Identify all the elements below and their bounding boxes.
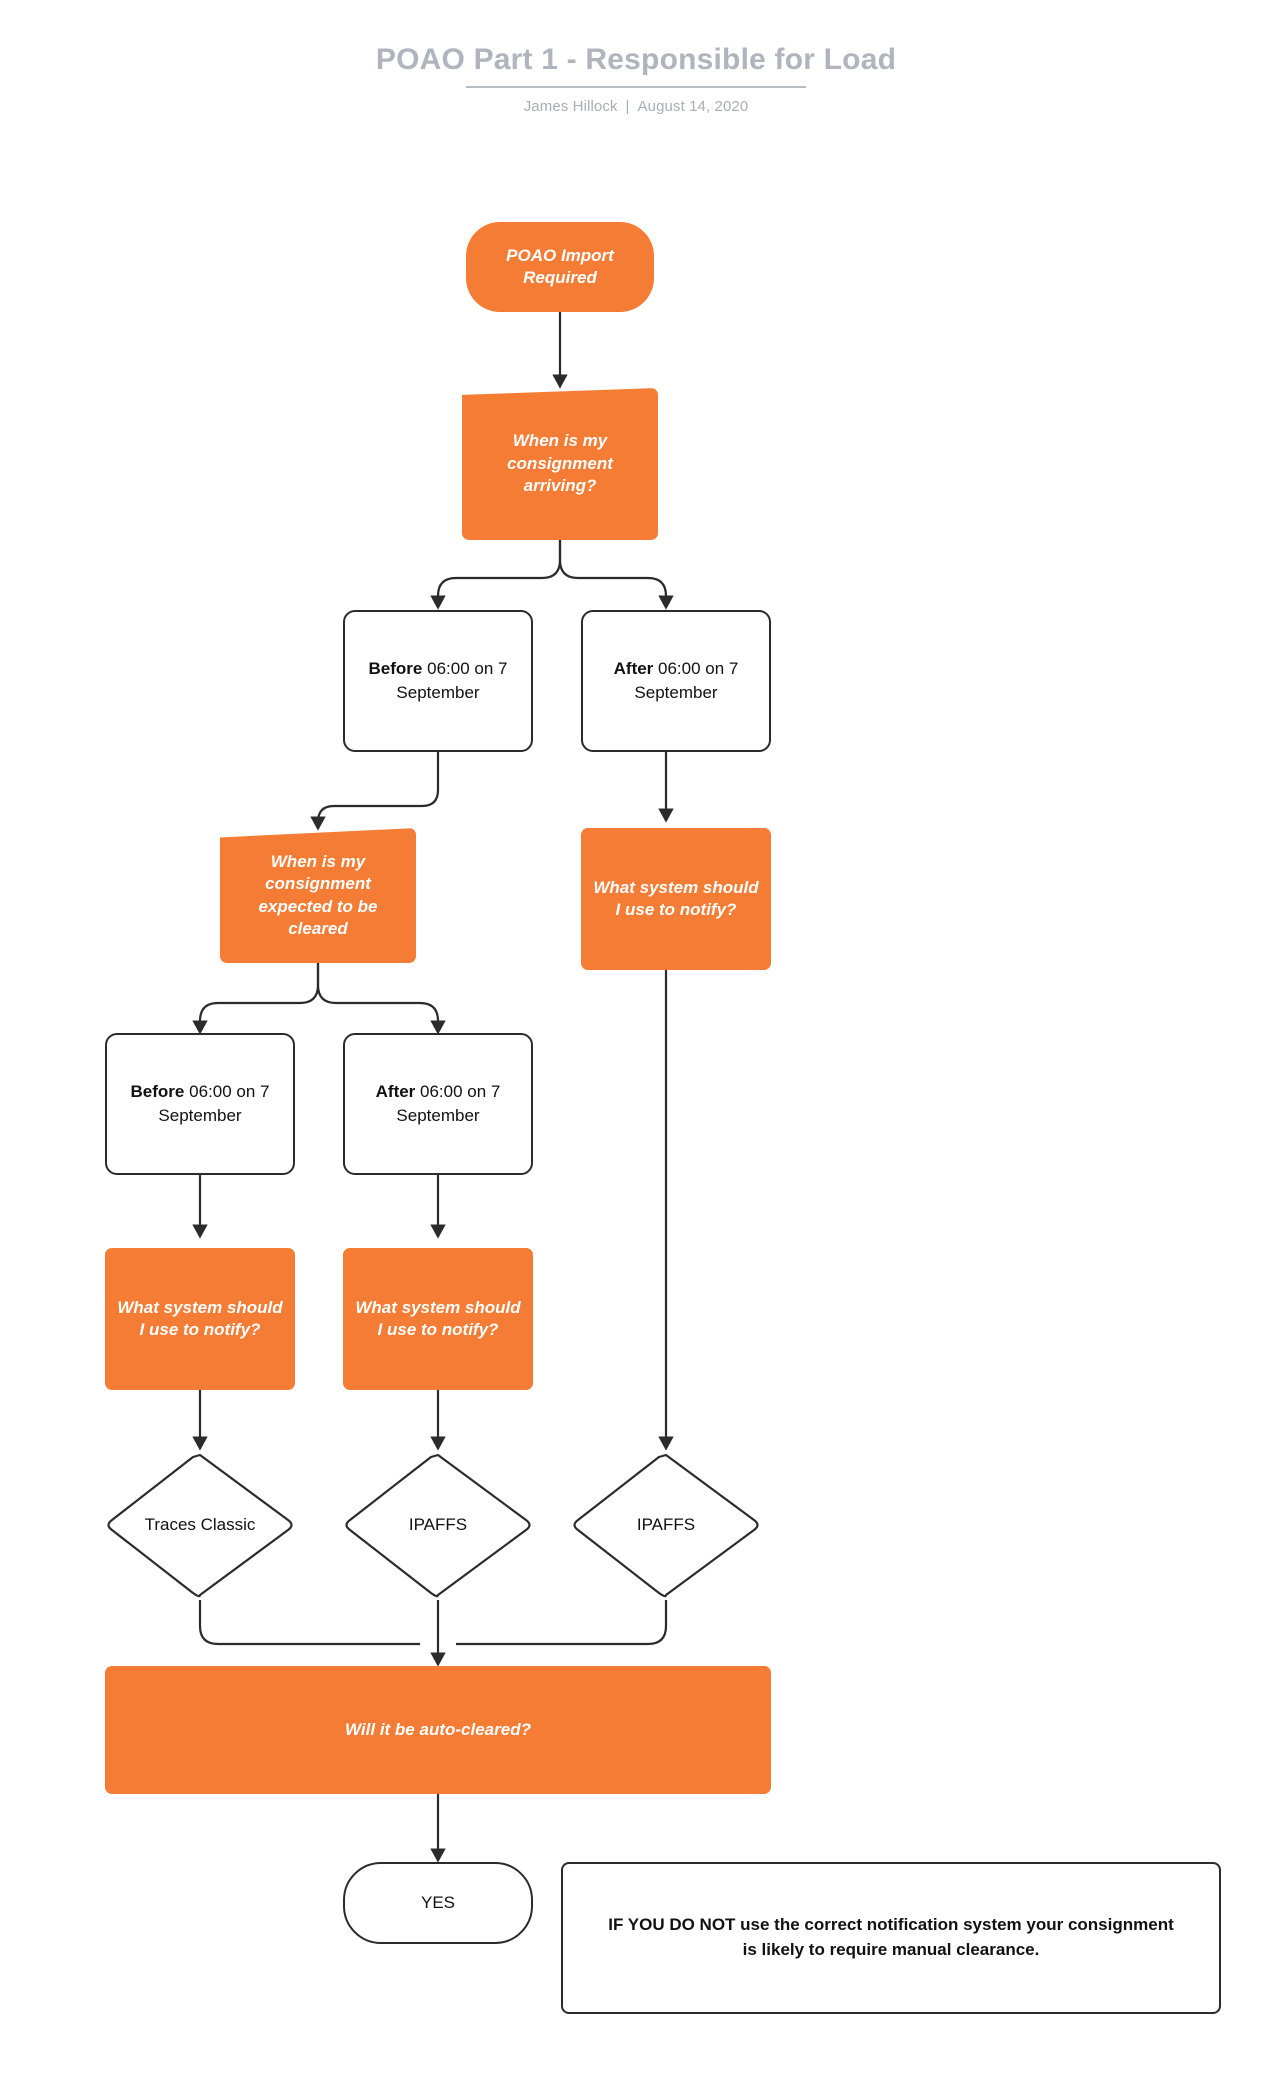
title-divider [466,86,806,88]
page-title: POAO Part 1 - Responsible for Load [375,43,897,76]
node-label-rest: 06:00 on 7 September [634,659,739,702]
byline-date: August 14, 2020 [637,98,749,115]
node-label: After 06:00 on 7 September [583,657,769,705]
node-poao-import-required[interactable]: POAO Import Required [466,222,654,312]
node-label: POAO Import Required [506,245,614,287]
document-header: POAO Part 1 - Responsible for Load James… [0,0,1272,115]
node-when-consignment-arriving[interactable]: When is my consignment arriving? [462,388,658,540]
node-label: Before 06:00 on 7 September [107,1080,293,1128]
node-result-ipaffs-right[interactable]: IPAFFS [571,1450,761,1600]
node-arrival-before-0600[interactable]: Before 06:00 on 7 September [343,610,533,752]
node-when-consignment-cleared[interactable]: When is my consignment expected to be cl… [220,828,416,963]
node-label: YES [420,1893,456,1912]
node-label: IPAFFS [408,1515,468,1534]
node-clearance-before-0600[interactable]: Before 06:00 on 7 September [105,1033,295,1175]
byline-separator: | [625,98,630,115]
warning-note-text: IF YOU DO NOT use the correct notificati… [608,1915,1174,1959]
node-label: When is my consignment arriving? [507,431,613,496]
node-label-rest: 06:00 on 7 September [396,1082,501,1125]
node-label-rest: 06:00 on 7 September [396,659,508,702]
warning-note: IF YOU DO NOT use the correct notificati… [561,1862,1221,2014]
node-label: When is my consignment expected to be cl… [258,851,378,938]
diamond-shape [345,1453,531,1598]
node-result-traces-classic[interactable]: Traces Classic [105,1450,295,1600]
node-label: What system should I use to notify? [355,1297,521,1339]
node-label: Will it be auto-cleared? [345,1719,531,1739]
node-label: Traces Classic [144,1515,256,1534]
diamond-shape [573,1453,759,1598]
node-label-emphasis: Before [130,1082,185,1102]
node-label: What system should I use to notify? [117,1297,283,1339]
node-answer-yes[interactable]: YES [343,1862,533,1944]
node-label: Before 06:00 on 7 September [345,657,531,705]
node-label-emphasis: After [375,1082,416,1102]
node-label-emphasis: Before [368,659,423,679]
node-arrival-after-0600[interactable]: After 06:00 on 7 September [581,610,771,752]
byline: James Hillock | August 14, 2020 [0,98,1272,115]
node-what-system-right[interactable]: What system should I use to notify? [581,828,771,970]
node-label: What system should I use to notify? [593,877,759,919]
diamond-shape [107,1453,293,1598]
node-label: After 06:00 on 7 September [345,1080,531,1128]
node-what-system-mid[interactable]: What system should I use to notify? [343,1248,533,1390]
byline-author: James Hillock [523,98,618,115]
node-result-ipaffs-mid[interactable]: IPAFFS [343,1450,533,1600]
node-clearance-after-0600[interactable]: After 06:00 on 7 September [343,1033,533,1175]
node-label-rest: 06:00 on 7 September [158,1082,270,1125]
node-will-it-be-auto-cleared[interactable]: Will it be auto-cleared? [105,1666,771,1794]
node-label: IPAFFS [636,1515,696,1534]
node-what-system-left[interactable]: What system should I use to notify? [105,1248,295,1390]
node-label-emphasis: After [613,659,654,679]
